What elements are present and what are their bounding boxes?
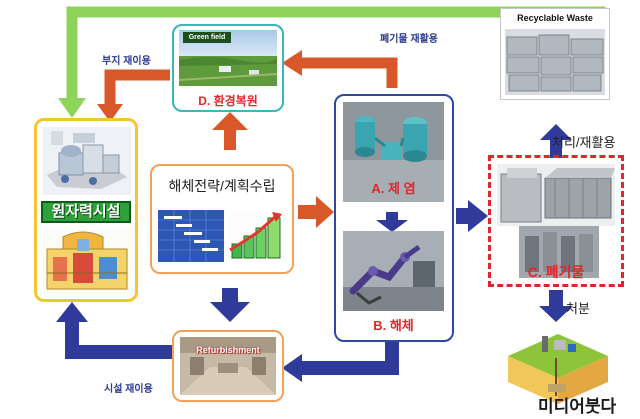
nuclear-facility-label-bar: 원자력시설: [41, 201, 131, 223]
waste-recycle-label: 폐기물 재활용: [380, 34, 438, 45]
waste-label: C. 폐기물: [527, 264, 585, 280]
nuclear-plant-illustration: [43, 127, 131, 195]
disposal-illustration: [508, 326, 608, 404]
planning-label: 해체전략/계획수립: [168, 178, 276, 194]
dismantle-to-refurb-arrow: [300, 340, 399, 375]
growth-bars-illustration: [226, 210, 288, 262]
refurbishment-photo: Refurbishment: [180, 337, 276, 395]
waste-containers-photo: [497, 164, 615, 226]
facility-reuse-label: 시설 재이용: [104, 384, 153, 395]
waste-recycle-arrowhead: [282, 50, 302, 76]
site-reuse-arrowhead: [97, 104, 123, 122]
recyclable-waste-panel: Recyclable Waste: [500, 8, 610, 100]
green-field-photo: Green field: [179, 30, 277, 86]
refurbishment-box: Refurbishment: [172, 330, 284, 402]
waste-drums-photo: [519, 226, 599, 278]
planning-to-refurb-arrow: [210, 288, 250, 322]
recycle-loop-arrowhead: [58, 98, 86, 118]
waste-recycle-arrow: [300, 57, 398, 88]
environment-restoration-label: D. 환경복원: [198, 94, 258, 108]
dismantle-label: B. 해체: [373, 318, 414, 333]
site-reuse-arrow: [104, 69, 170, 108]
site-reuse-label: 부지 재이용: [102, 56, 151, 67]
green-field-caption: Green field: [183, 32, 231, 43]
disposal-label: 처분: [566, 301, 590, 316]
dismantle-to-refurb-arrowhead: [282, 354, 302, 382]
planning-box: 해체전략/계획수립: [150, 164, 294, 274]
waste-to-disposal-arrow: [539, 290, 573, 322]
recyclable-waste-caption: Recyclable Waste: [501, 9, 609, 27]
nuclear-facility-label: 원자력시설: [51, 203, 121, 220]
schedule-chart-illustration: [158, 210, 224, 262]
treat-recycle-label: 처리/재활용: [552, 135, 616, 150]
decontamination-label: A. 제 염: [371, 181, 416, 196]
decon-to-dismantle-arrow: [376, 212, 408, 232]
refurbishment-caption: Refurbishment: [196, 345, 260, 355]
waste-box: C. 폐기물: [488, 155, 624, 287]
watermark-logo: 미디어붓다: [538, 397, 617, 416]
decontamination-panel: A. 제 염: [343, 102, 444, 202]
facility-reuse-arrowhead: [56, 302, 88, 322]
nuclear-facility-box: 원자력시설: [34, 118, 138, 302]
planning-to-decon-arrow: [298, 196, 334, 228]
dismantle-panel: B. 해체: [343, 231, 444, 337]
waste-to-recyclable-arrow: [540, 124, 572, 158]
reactor-cutaway-illustration: [43, 229, 131, 295]
green-field-box: Green field D. 환경복원: [172, 24, 284, 112]
planning-to-restore-arrow: [212, 112, 248, 150]
to-waste-arrow: [456, 200, 488, 232]
facility-reuse-arrow: [65, 318, 178, 359]
decon-dismantle-container: [334, 94, 454, 342]
